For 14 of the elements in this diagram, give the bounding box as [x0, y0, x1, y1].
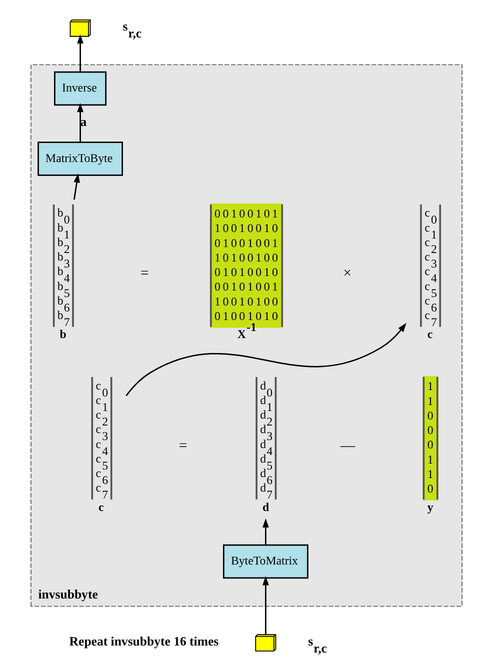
- arrow: [125, 322, 406, 396]
- arrow: [72, 173, 80, 200]
- label: Repeat invsubbyte 16 times: [68, 634, 218, 648]
- label: =: [140, 265, 148, 282]
- node-label: y: [426, 500, 433, 514]
- arrow: [262, 576, 268, 635]
- arrow: [262, 518, 268, 545]
- node-box: Inverse: [54, 71, 106, 106]
- label: ×: [342, 265, 352, 282]
- label: —: [340, 438, 355, 454]
- label: =: [178, 438, 187, 454]
- arrow: [76, 34, 83, 72]
- node-box: MatrixToByte: [37, 142, 122, 176]
- node-box: ByteToMatrix: [222, 544, 308, 579]
